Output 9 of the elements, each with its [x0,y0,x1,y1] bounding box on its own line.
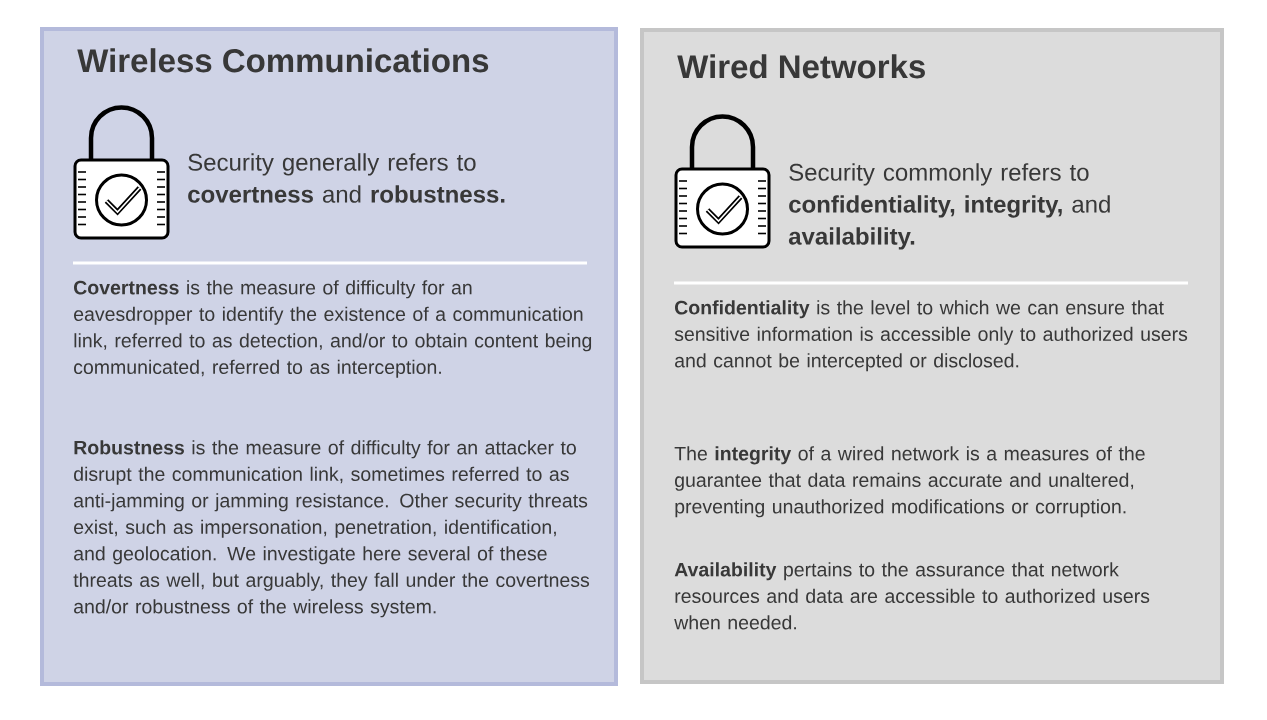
intro-text: Security commonly refers to confidentiality, integrity, and availability. [788,163,1110,250]
paragraph: Covertness is the measure of difficulty for an eavesdropper to identify the existence of a communication link, referred to as detection, and/or to obtain content being communicated, referred to as interception. [74,280,592,378]
heading: Wired Networks [677,54,925,79]
paragraph: Robustness is the measure of difficulty for an attacker to disrupt the communication link, sometimes referred to as anti-jamming or jamming resistance. Other security threats exist, such as impersonation, penetration, identification, and geolocation. We investigate here several of these threats as well, but arguably, they fall under the covertness and/or robustness of the wireless system. [73,440,590,618]
heading: Wireless Communications [77,48,489,73]
intro-text: Security generally refers to covertness and robustness. [188,153,505,203]
paragraph: Confidentiality is the level to which we can ensure that sensitive information is accessible only to authorized users and cannot be intercepted or disclosed. [674,300,1188,372]
paragraph: Availability pertains to the assurance that network resources and data are accessible to authorized users when needed. [674,562,1150,630]
paragraph: The integrity of a wired network is a measures of the guarantee that data remains accurate and unaltered, preventing unauthorized modifications or corruption. [674,446,1145,518]
